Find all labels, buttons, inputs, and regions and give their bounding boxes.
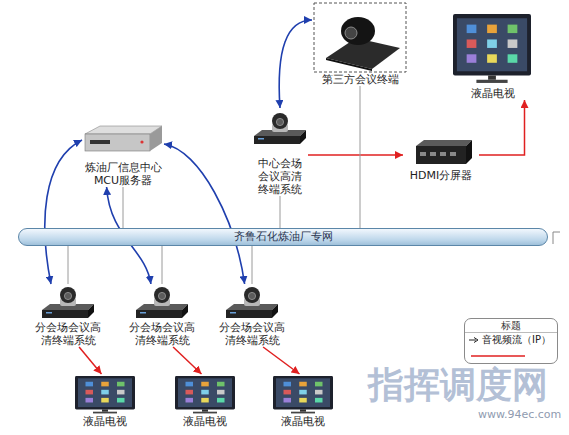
network-link xyxy=(68,246,69,284)
tv-node: 液晶电视 xyxy=(268,374,338,428)
node-label: 第三方会议终端 xyxy=(312,72,408,86)
legend-row: 音视频流（IP） xyxy=(465,333,557,347)
network-band: 齐鲁石化炼油厂专网 xyxy=(18,228,548,246)
node-label: 液晶电视 xyxy=(70,414,140,428)
video-arrow xyxy=(263,347,299,374)
node-label: 液晶电视 xyxy=(448,86,538,100)
terminal-device xyxy=(254,113,306,144)
lcd-tv xyxy=(273,376,333,413)
lcd-tv xyxy=(453,14,531,83)
terminal-device xyxy=(226,287,278,318)
stream-arrow xyxy=(279,20,312,108)
splitter-node: HDMI分屏器 xyxy=(403,138,479,182)
tv-node: 液晶电视 xyxy=(448,12,538,100)
network-link xyxy=(123,187,124,228)
hdmi-splitter xyxy=(416,140,472,164)
watermark: 指挥调度网 xyxy=(368,364,548,406)
dashed-frame xyxy=(314,3,406,72)
terminal-device xyxy=(136,287,188,318)
terminal-node: 分会场会议高 清终端系统 xyxy=(125,284,199,347)
node-label: 液晶电视 xyxy=(268,414,338,428)
terminal-node: 中心会场 会议高清 终端系统 xyxy=(252,108,308,196)
legend-title: 标题 xyxy=(465,319,557,333)
camera-terminal xyxy=(326,17,400,71)
watermark-url: www.94ec.com xyxy=(478,408,561,421)
node-label: 炼油厂信息中心 MCU服务器 xyxy=(82,160,164,187)
legend-text: 音视频流（IP） xyxy=(482,334,551,346)
video-arrow xyxy=(308,154,403,156)
video-arrow xyxy=(173,347,201,374)
video-arrow xyxy=(479,100,525,155)
stream-arrow xyxy=(45,140,82,284)
legend-rows: 音视频流（IP） xyxy=(465,333,557,347)
node-label: 齐鲁石化炼油厂专网 xyxy=(19,229,547,245)
network-link xyxy=(280,196,281,228)
network-link xyxy=(252,246,253,284)
node-label: 分会场会议高 清终端系统 xyxy=(125,320,199,347)
mcu-server xyxy=(85,126,162,151)
network-link xyxy=(162,246,163,284)
terminal-node: 第三方会议终端 xyxy=(312,2,408,86)
tv-node: 液晶电视 xyxy=(70,374,140,428)
terminal-device xyxy=(42,287,94,318)
terminal-node: 分会场会议高 清终端系统 xyxy=(31,284,105,347)
legend-box: 标题 音视频流（IP） xyxy=(464,318,558,364)
node-label: 分会场会议高 清终端系统 xyxy=(215,320,289,347)
node-label: 液晶电视 xyxy=(170,414,240,428)
server-node: 炼油厂信息中心 MCU服务器 xyxy=(82,120,164,187)
video-arrow xyxy=(79,347,101,374)
node-label: 分会场会议高 清终端系统 xyxy=(31,320,105,347)
lcd-tv xyxy=(175,376,235,413)
terminal-node: 分会场会议高 清终端系统 xyxy=(215,284,289,347)
network-link xyxy=(360,86,361,228)
node-label: 中心会场 会议高清 终端系统 xyxy=(252,156,308,196)
legend-line-sample xyxy=(468,336,480,344)
lcd-tv xyxy=(75,376,135,413)
stream-arrow xyxy=(164,144,245,284)
band-end-mark xyxy=(553,232,560,244)
node-label: HDMI分屏器 xyxy=(403,168,479,182)
tv-node: 液晶电视 xyxy=(170,374,240,428)
legend-red-sample xyxy=(465,351,557,361)
